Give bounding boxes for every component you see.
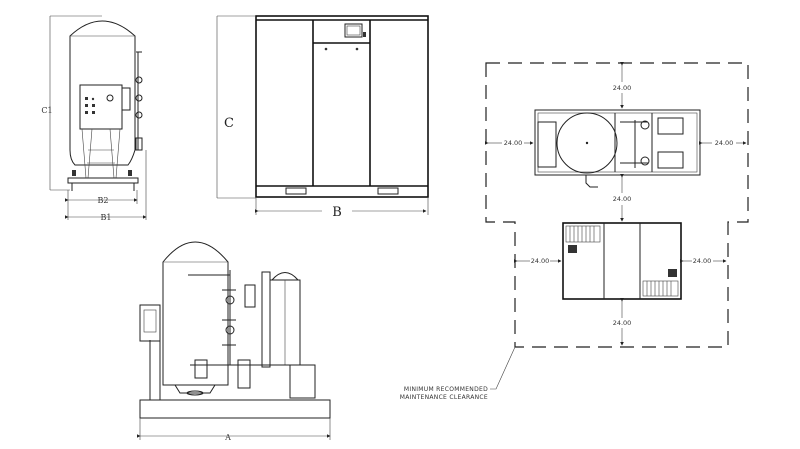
clearance-dimension-right: 24.00 [715,139,734,147]
clearance-dimension-bottom: 24.00 [613,319,632,327]
clearance-dimension-left: 24.00 [504,139,523,147]
clearance-dimension-top: 24.00 [613,84,632,92]
dimension-label-c1: C1 [41,106,52,115]
dimension-label-c: C [224,116,234,131]
dimension-label-b: B [332,205,342,220]
clearance-dimension-middle: 24.00 [613,195,632,203]
front-view-compressor: C B [216,15,429,220]
clearance-note-line2: MAINTENANCE CLEARANCE [400,394,488,401]
assembly-view: A [137,241,331,442]
clearance-plan-view: 24.00 24.00 24.00 24.00 24.00 24.00 24.0… [400,62,749,401]
clearance-dimension-lower-left: 24.00 [531,257,550,265]
clearance-note-line1: MINIMUM RECOMMENDED [404,386,488,393]
dimension-label-b1: B1 [101,213,112,222]
side-view-tank: C1 B2 B1 [41,15,147,222]
dimension-label-a: A [224,433,231,442]
clearance-dimension-lower-right: 24.00 [693,257,712,265]
dimension-label-b2: B2 [98,196,109,205]
